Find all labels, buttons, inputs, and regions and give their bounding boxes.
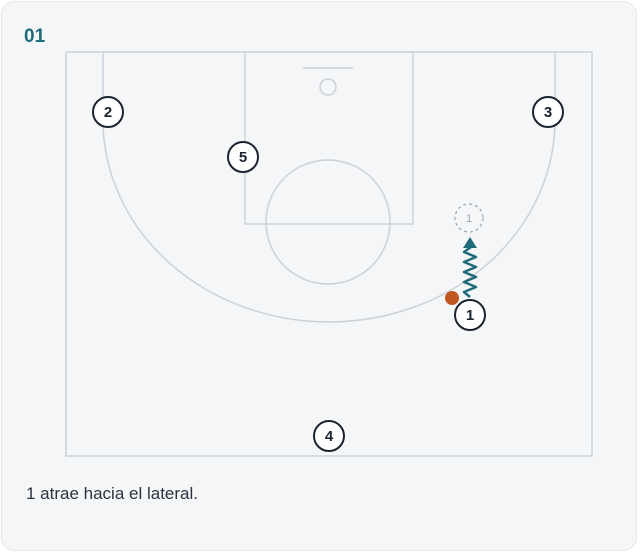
free-throw-circle <box>265 159 391 285</box>
player-label: 5 <box>239 149 247 166</box>
ball <box>445 291 459 305</box>
hoop <box>319 78 337 96</box>
player-label: 1 <box>466 307 474 324</box>
player-2: 2 <box>92 96 124 128</box>
player-5: 5 <box>227 141 259 173</box>
dribble-arrowhead <box>463 237 477 248</box>
player-label: 2 <box>104 104 112 121</box>
paint-area <box>244 51 414 225</box>
player-4: 4 <box>313 420 345 452</box>
player-label: 3 <box>544 104 552 121</box>
step-number: 01 <box>24 26 46 47</box>
ghost-player-label: 1 <box>466 213 472 225</box>
player-label: 4 <box>325 428 334 445</box>
three-point-line <box>102 52 556 323</box>
player-3: 3 <box>532 96 564 128</box>
play-caption: 1 atrae hacia el lateral. <box>26 484 198 503</box>
player-1: 1 <box>454 299 486 331</box>
court-boundary <box>65 51 593 457</box>
dribble-path <box>462 245 478 298</box>
ghost-player-1: 1 <box>454 203 484 233</box>
